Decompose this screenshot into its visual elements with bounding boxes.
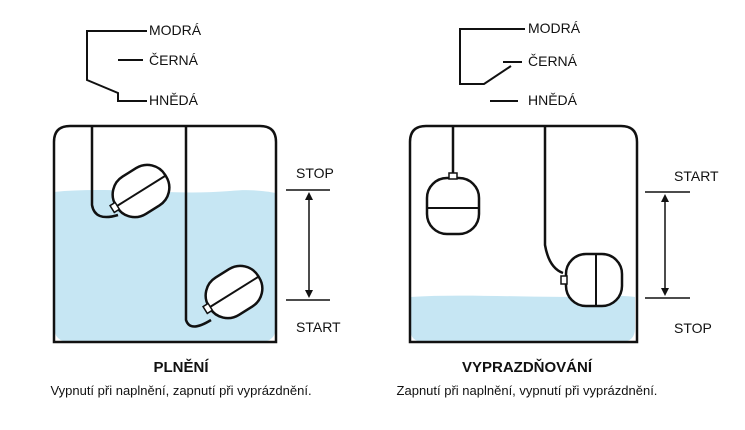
- wire-label-black: ČERNÁ: [528, 53, 578, 69]
- float-upper: [109, 163, 171, 219]
- float-cable-upper: [90, 126, 119, 219]
- wire-label-black: ČERNÁ: [149, 52, 199, 68]
- panel-caption-filling: Vypnutí při naplnění, zapnutí při vypráz…: [50, 383, 311, 398]
- float-upper: [425, 172, 481, 236]
- wire-label-blue: MODRÁ: [528, 20, 581, 36]
- filling-panel: MODRÁ ČERNÁ HNĚDÁ STOP START PLNĚNÍ Vypn…: [50, 22, 341, 398]
- panel-caption-emptying: Zapnutí při naplnění, vypnutí při vypráz…: [397, 383, 658, 398]
- float-lower: [202, 264, 264, 320]
- float-cable-lower: [184, 126, 212, 328]
- level-top-label: START: [674, 168, 719, 184]
- level-bottom-label: START: [296, 319, 341, 335]
- level-bottom-label: STOP: [674, 320, 712, 336]
- tank-filling: [52, 124, 278, 344]
- water-level-low: [410, 295, 635, 342]
- panel-title-emptying: VYPRAZDŇOVÁNÍ: [462, 358, 593, 376]
- float-cable-lower: [543, 126, 564, 275]
- float-lower: [560, 252, 624, 308]
- wire-label-brown: HNĚDÁ: [149, 92, 199, 108]
- tank-emptying: [408, 124, 639, 344]
- switch-symbol-filling: [86, 30, 147, 102]
- emptying-panel: MODRÁ ČERNÁ HNĚDÁ START STOP VYPRAZDŇOVÁ…: [397, 20, 719, 398]
- wire-label-blue: MODRÁ: [149, 22, 202, 38]
- panel-title-filling: PLNĚNÍ: [153, 358, 209, 376]
- wire-label-brown: HNĚDÁ: [528, 92, 578, 108]
- switch-symbol-emptying: [459, 28, 525, 102]
- level-top-label: STOP: [296, 165, 334, 181]
